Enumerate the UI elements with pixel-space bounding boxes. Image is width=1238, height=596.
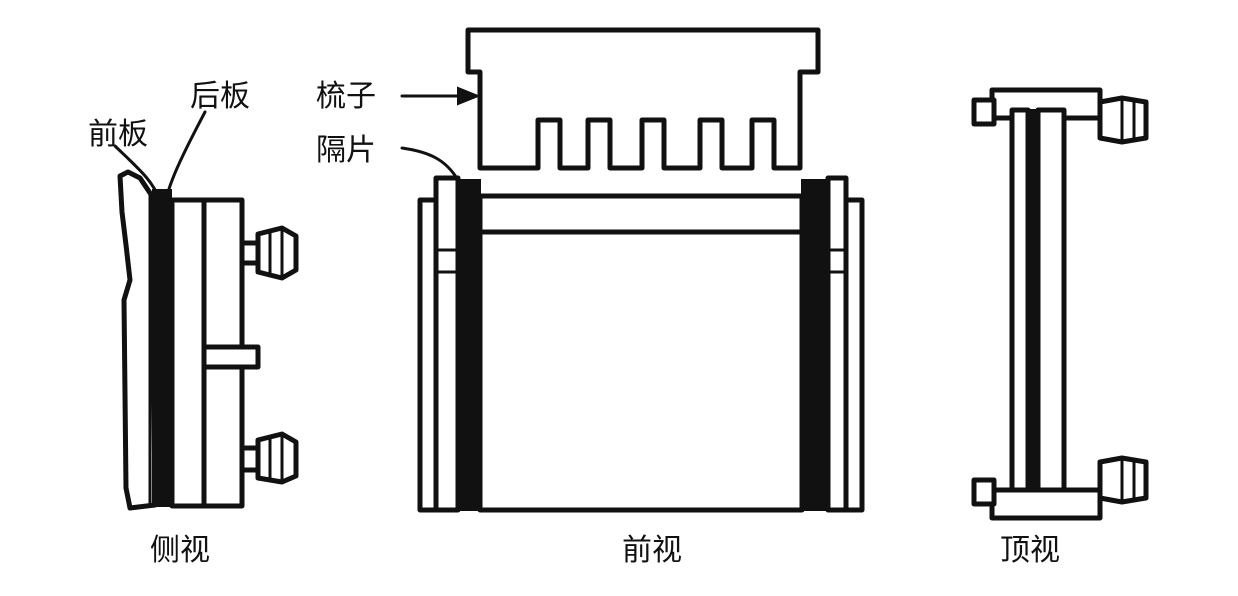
side-peg-mid — [201, 344, 261, 370]
label-back-plate: 后板 — [190, 79, 250, 114]
front-view — [400, 27, 865, 513]
side-screw-bottom — [239, 431, 299, 485]
label-comb: 梳子 — [316, 79, 376, 114]
front-plate — [477, 193, 805, 513]
side-screw-top — [239, 225, 299, 281]
caption-front-view: 前视 — [622, 533, 682, 568]
front-spacer-leader — [400, 146, 460, 182]
side-front-plate — [117, 169, 158, 511]
front-spacer-left — [457, 179, 481, 511]
label-spacer: 隔片 — [316, 133, 376, 168]
caption-side-view: 侧视 — [150, 533, 210, 568]
caption-top-view: 顶视 — [1000, 533, 1060, 568]
side-back-plate-leader — [164, 110, 207, 202]
side-view — [113, 110, 299, 511]
top-view — [971, 87, 1149, 521]
side-clamp-body — [169, 197, 207, 509]
front-spacer-right — [801, 179, 829, 511]
label-front-plate: 前板 — [88, 117, 148, 152]
top-plate-front — [1009, 107, 1031, 503]
side-back-plate — [152, 189, 172, 507]
front-comb — [465, 27, 821, 171]
side-front-plate-leader — [113, 144, 162, 202]
